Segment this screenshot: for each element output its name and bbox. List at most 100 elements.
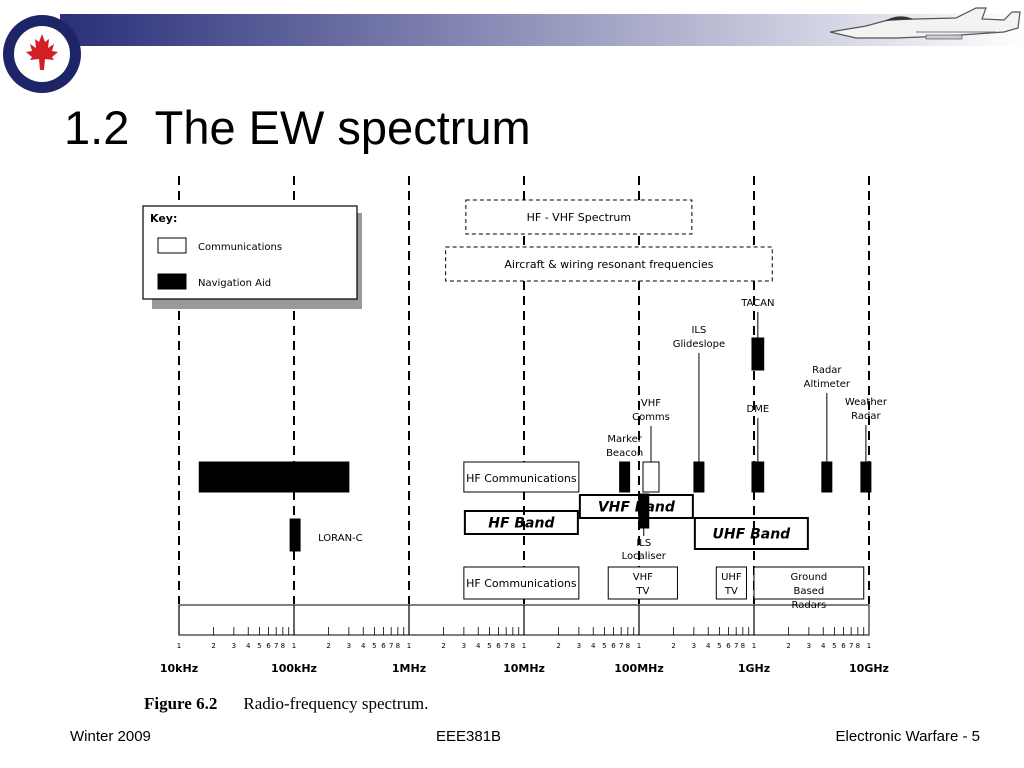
nav-aid-label: LORAN-C <box>318 533 363 544</box>
axis-minor-tick-label: 8 <box>511 642 515 650</box>
axis-minor-tick-label: 5 <box>257 642 261 650</box>
nav-aid-label: Localiser <box>622 551 667 562</box>
axis-minor-tick-label: 6 <box>381 642 386 650</box>
comms-box <box>753 566 865 600</box>
axis-minor-tick-label: 5 <box>372 642 376 650</box>
comms-box <box>463 566 580 600</box>
axis-decade-label: 10MHz <box>503 662 545 675</box>
axis-minor-tick-label: 1 <box>177 642 181 650</box>
nav-aid-label: ILS <box>691 325 706 336</box>
axis-minor-tick-label: 4 <box>706 642 711 650</box>
axis-minor-tick-label: 2 <box>786 642 790 650</box>
axis-minor-tick-label: 7 <box>389 642 393 650</box>
axis-minor-tick-label: 1 <box>407 642 411 650</box>
axis-minor-tick-label: 2 <box>671 642 675 650</box>
nav-aid-bar <box>751 337 765 371</box>
axis-minor-tick-label: 5 <box>602 642 606 650</box>
axis-minor-tick-label: 8 <box>396 642 400 650</box>
axis-minor-tick-label: 6 <box>841 642 846 650</box>
dashed-range-box <box>465 199 693 235</box>
footer-date: Winter 2009 <box>70 728 151 745</box>
footer-course: EEE381B <box>436 728 502 745</box>
comms-box-label: HF Communications <box>466 577 577 590</box>
axis-minor-tick-label: 5 <box>487 642 491 650</box>
fighter-jet-icon <box>829 7 1021 40</box>
comms-box <box>463 461 580 493</box>
axis-minor-tick-label: 1 <box>522 642 526 650</box>
axis-minor-tick-label: 7 <box>274 642 278 650</box>
nav-aid-bar <box>198 461 350 493</box>
maple-leaf-roundel-icon <box>3 15 81 93</box>
axis-minor-tick-label: 2 <box>441 642 445 650</box>
comms-box-label: TV <box>635 586 649 597</box>
frequency-band-box <box>578 494 694 519</box>
axis-minor-tick-label: 2 <box>326 642 330 650</box>
nav-aid-label: Glideslope <box>673 339 725 350</box>
axis-minor-tick-label: 5 <box>832 642 836 650</box>
dashed-range-label: HF - VHF Spectrum <box>527 211 631 224</box>
axis-minor-tick-label: 7 <box>849 642 853 650</box>
axis-minor-tick-label: 5 <box>717 642 721 650</box>
axis-minor-tick-label: 6 <box>726 642 731 650</box>
axis-minor-tick-label: 1 <box>867 642 871 650</box>
dashed-range-box <box>445 246 773 282</box>
axis-minor-tick-label: 3 <box>462 642 466 650</box>
axis-minor-tick-label: 7 <box>734 642 738 650</box>
slide-title: 1.2 The EW spectrum <box>64 101 531 154</box>
figure-caption: Figure 6.2 Radio-frequency spectrum. <box>144 694 428 714</box>
axis-minor-tick-label: 3 <box>692 642 696 650</box>
figure-caption-label: Figure 6.2 <box>144 694 218 713</box>
comms-box-label: Based <box>794 586 825 597</box>
axis-decade-label: 100MHz <box>614 662 664 675</box>
axis-minor-tick-label: 8 <box>281 642 285 650</box>
comms-box <box>642 461 660 493</box>
frequency-band-box <box>463 510 579 535</box>
axis-minor-tick-label: 7 <box>504 642 508 650</box>
axis-minor-tick-label: 7 <box>619 642 623 650</box>
nav-aid-label: ILS <box>636 538 651 549</box>
nav-aid-label: Altimeter <box>804 379 851 390</box>
frequency-band-label: HF Band <box>488 516 555 532</box>
nav-aid-bar <box>821 461 833 493</box>
comms-box-label: UHF <box>721 572 742 583</box>
axis-decade-label: 100kHz <box>271 662 317 675</box>
nav-aid-label: Weather <box>845 397 888 408</box>
axis-minor-tick-label: 3 <box>807 642 811 650</box>
comms-box-label: HF Communications <box>466 472 577 485</box>
axis-decade-label: 1MHz <box>392 662 426 675</box>
nav-aid-bar <box>289 518 301 552</box>
nav-aid-label: DME <box>747 404 770 415</box>
axis-minor-tick-label: 8 <box>626 642 630 650</box>
axis-minor-tick-label: 3 <box>347 642 351 650</box>
nav-aid-label: Beacon <box>606 448 643 459</box>
nav-aid-label: Radar <box>851 411 881 422</box>
comms-box <box>715 566 747 600</box>
axis-minor-tick-label: 4 <box>821 642 826 650</box>
axis-decade-label: 10kHz <box>160 662 198 675</box>
axis-minor-tick-label: 4 <box>591 642 596 650</box>
nav-aid-bar <box>751 461 765 493</box>
key-swatch-solid <box>157 273 187 290</box>
comms-box-label: Ground <box>790 572 827 583</box>
axis-minor-tick-label: 1 <box>292 642 296 650</box>
nav-aid-label: TACAN <box>740 298 774 309</box>
key-swatch-hollow <box>157 237 187 254</box>
nav-aid-label: Marker <box>607 434 642 445</box>
dashed-range-label: Aircraft & wiring resonant frequencies <box>504 258 713 271</box>
axis-decade-label: 10GHz <box>849 662 889 675</box>
comms-box-label: VHF <box>633 572 653 583</box>
frequency-band-box <box>693 517 809 550</box>
axis-minor-tick-label: 2 <box>556 642 560 650</box>
axis-decade-label: 1GHz <box>738 662 770 675</box>
footer-page: Electronic Warfare - 5 <box>835 728 981 745</box>
figure-caption-text: Radio-frequency spectrum. <box>243 694 429 713</box>
axis-minor-tick-label: 2 <box>211 642 215 650</box>
key-item-label: Communications <box>198 242 282 253</box>
axis-minor-tick-label: 4 <box>361 642 366 650</box>
frequency-band-label: VHF Band <box>598 500 676 516</box>
comms-box-label: VHF <box>641 398 661 409</box>
axis-minor-tick-label: 6 <box>496 642 501 650</box>
comms-box-label: TV <box>724 586 738 597</box>
axis-minor-tick-label: 1 <box>752 642 756 650</box>
